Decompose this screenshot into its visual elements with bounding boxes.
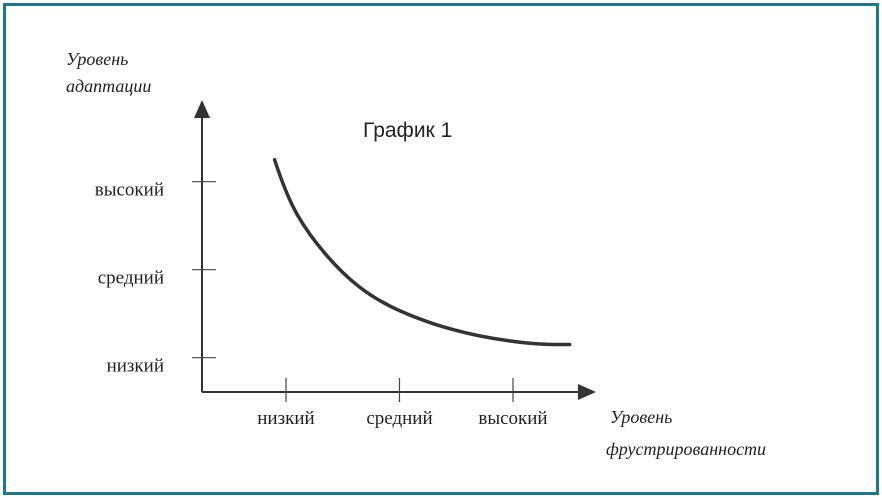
x-tick-label-2: средний xyxy=(366,408,432,429)
y-tick-label-2: средний xyxy=(98,268,164,289)
x-tick-label-3: высокий xyxy=(478,408,547,429)
x-axis-title-line-2: фрустрированности xyxy=(606,439,766,459)
tick-labels-group: низкий средний высокий низкий средний высокий xyxy=(95,180,548,429)
y-tick-label-3: высокий xyxy=(95,180,164,201)
y-tick-label-1: низкий xyxy=(107,356,164,377)
chart-title: График 1 xyxy=(363,119,452,142)
x-axis-arrow xyxy=(578,384,596,400)
ticks-group xyxy=(192,181,514,402)
y-axis-arrow xyxy=(194,100,210,118)
x-tick-label-1: низкий xyxy=(257,408,314,429)
y-axis-title-line-2: адаптации xyxy=(66,76,151,96)
x-axis-title-line-1: Уровень xyxy=(610,407,672,427)
y-axis-title-line-1: Уровень xyxy=(66,49,128,69)
data-curve xyxy=(272,157,572,347)
figure-frame xyxy=(3,3,879,495)
